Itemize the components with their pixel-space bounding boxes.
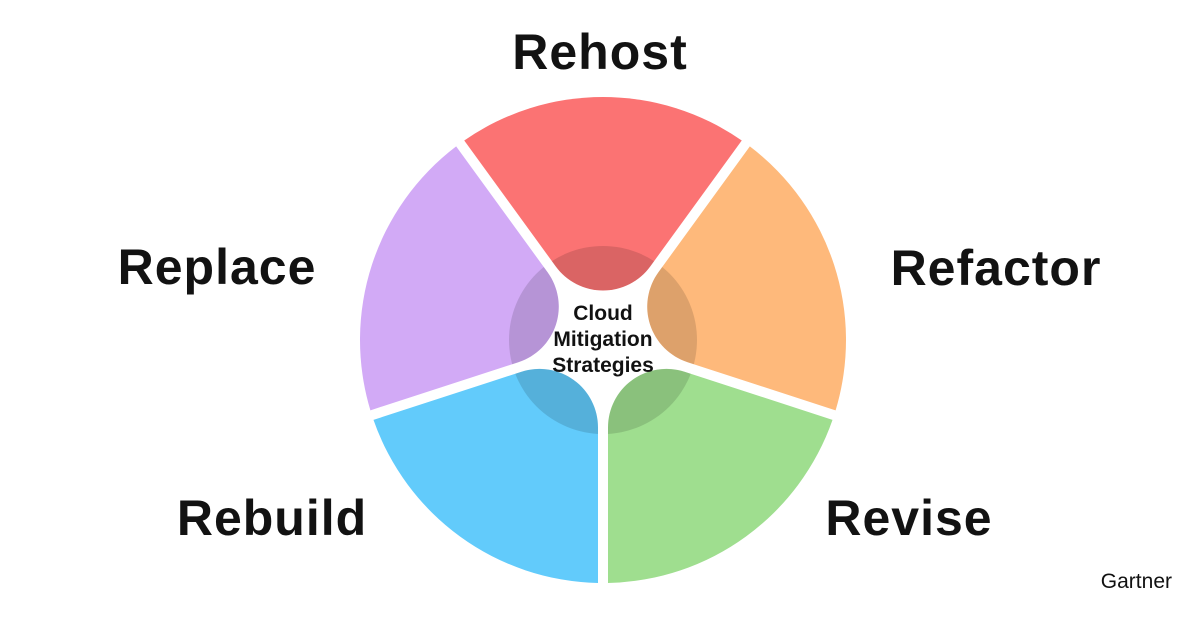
petal-rebuild xyxy=(373,368,598,583)
segment-label-replace: Replace xyxy=(117,239,317,295)
petal-revise xyxy=(608,368,833,583)
segment-label-revise: Revise xyxy=(825,490,993,546)
petal-refactor xyxy=(647,146,846,411)
segment-label-refactor: Refactor xyxy=(890,240,1102,296)
wheel-center-label: Cloud Mitigation Strategies xyxy=(552,301,654,378)
segment-label-rehost: Rehost xyxy=(512,24,688,80)
petal-replace xyxy=(360,146,559,411)
wheel-petals xyxy=(360,96,846,583)
attribution-gartner: Gartner xyxy=(1100,570,1172,593)
petal-rehost xyxy=(464,96,742,291)
segment-label-rebuild: Rebuild xyxy=(176,490,368,546)
